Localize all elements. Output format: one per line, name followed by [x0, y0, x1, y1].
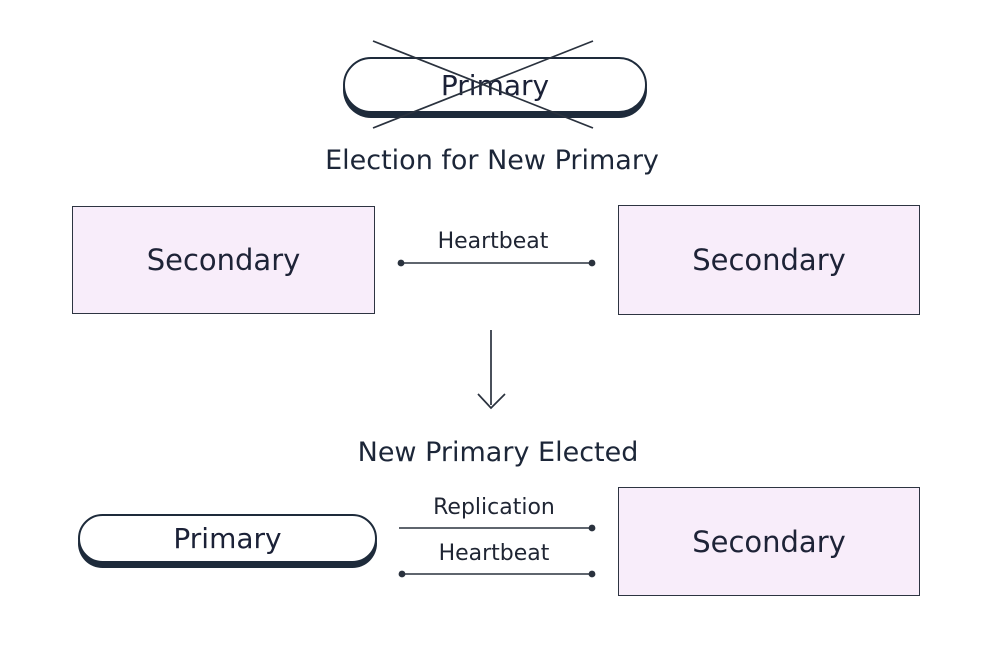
- secondary-node-right-label: Secondary: [692, 243, 846, 277]
- arrow-down-icon: [477, 330, 506, 410]
- heartbeat-label-bottom: Heartbeat: [438, 541, 550, 566]
- new-primary-title: New Primary Elected: [357, 437, 639, 468]
- secondary-node-bottom-label: Secondary: [692, 524, 846, 559]
- secondary-node-bottom: Secondary: [618, 487, 920, 596]
- replication-label: Replication: [433, 495, 555, 520]
- primary-node: Primary: [78, 514, 377, 563]
- secondary-node-right: Secondary: [618, 205, 920, 315]
- election-title: Election for New Primary: [325, 145, 659, 176]
- failed-primary-node: Primary: [343, 57, 647, 113]
- heartbeat-connector-top: [397, 259, 596, 267]
- replication-connector: [399, 524, 596, 532]
- failed-primary-label: Primary: [440, 68, 550, 102]
- secondary-node-left: Secondary: [72, 206, 375, 314]
- heartbeat-label-top: Heartbeat: [437, 229, 549, 254]
- secondary-node-left-label: Secondary: [146, 243, 301, 277]
- primary-node-label: Primary: [173, 522, 282, 555]
- heartbeat-connector-bottom: [398, 570, 596, 578]
